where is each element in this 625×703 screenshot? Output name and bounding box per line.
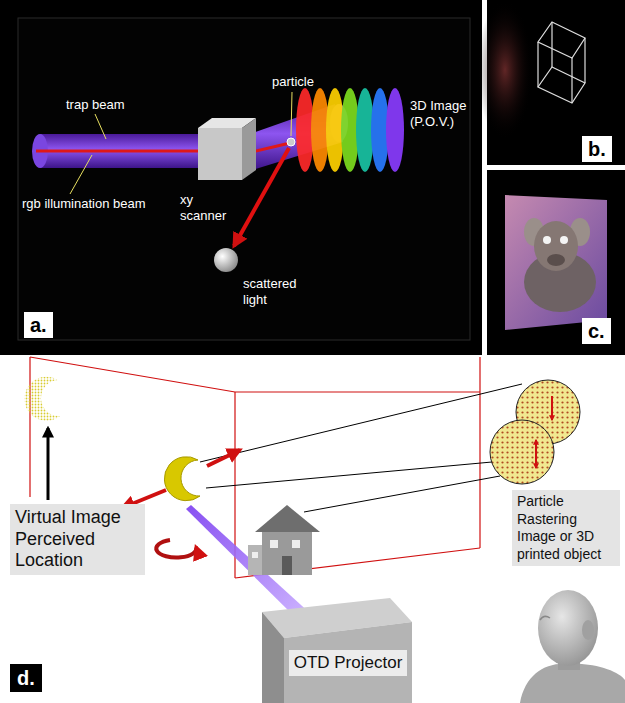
- magnifier-lines: [200, 384, 522, 512]
- callout-text: Particle Rastering Image or 3D printed o…: [517, 493, 615, 563]
- image-slice: [386, 88, 404, 172]
- particle-dot: [287, 138, 295, 146]
- leader-line: [291, 92, 292, 136]
- part-label: xy scanner: [180, 192, 238, 223]
- part-label: particle: [272, 74, 314, 90]
- sheep-nose: [547, 254, 565, 266]
- sheep-eye: [543, 236, 551, 244]
- magnifier-circle: [490, 420, 554, 484]
- observer-sphere: [214, 248, 238, 272]
- perceived-location-arrow: [47, 428, 50, 500]
- sheep-body: [524, 252, 596, 312]
- scanner-cube: [242, 118, 256, 180]
- illumination-beam: [252, 143, 290, 152]
- panel-background: [487, 170, 625, 355]
- sheep-head: [534, 221, 578, 271]
- leader-line: [70, 155, 92, 194]
- house-object: [248, 505, 320, 575]
- panel-letter: b.: [582, 136, 612, 162]
- panel-c: [487, 170, 625, 355]
- part-label: trap beam: [66, 97, 125, 113]
- callout-text: Virtual Image Perceived Location: [15, 507, 140, 572]
- part-label: rgb illumination beam: [22, 196, 146, 212]
- panel-background: [0, 0, 482, 355]
- projector-label-box: OTD Projector: [289, 650, 408, 676]
- raster-arrow: [535, 440, 537, 468]
- viewer-figure: [520, 590, 625, 703]
- rotation-arrow: [156, 540, 196, 558]
- scattered-light-arrow: [234, 148, 289, 246]
- illumination-beam: [36, 150, 205, 153]
- panel-letter: a.: [24, 312, 53, 338]
- part-label: scattered light: [243, 276, 311, 307]
- projected-image: [505, 195, 607, 330]
- part-label: 3D Image (P.O.V.): [410, 98, 470, 129]
- sheep-eye: [560, 236, 568, 244]
- callout-text: OTD Projector: [294, 653, 403, 673]
- scanner-cube: [198, 128, 242, 180]
- panel-b: [477, 0, 625, 165]
- virtual-image-crescent: [24, 377, 60, 421]
- crescent-image: [164, 457, 200, 501]
- location-callout-box: Virtual Image Perceived Location: [10, 504, 145, 575]
- leader-line: [95, 114, 106, 139]
- panel-a: [0, 0, 482, 355]
- motion-arrow: [207, 450, 240, 466]
- rastering-callout-box: Particle Rastering Image or 3D printed o…: [512, 490, 620, 566]
- panel-letter: c.: [582, 318, 611, 344]
- raster-arrow: [551, 396, 553, 420]
- projector-box: [262, 598, 412, 703]
- color-glow: [477, 0, 533, 140]
- image-slices: [296, 88, 404, 172]
- panel-letter: d.: [10, 664, 42, 692]
- wireframe-cube: [538, 22, 585, 103]
- panel-frame: [18, 18, 470, 340]
